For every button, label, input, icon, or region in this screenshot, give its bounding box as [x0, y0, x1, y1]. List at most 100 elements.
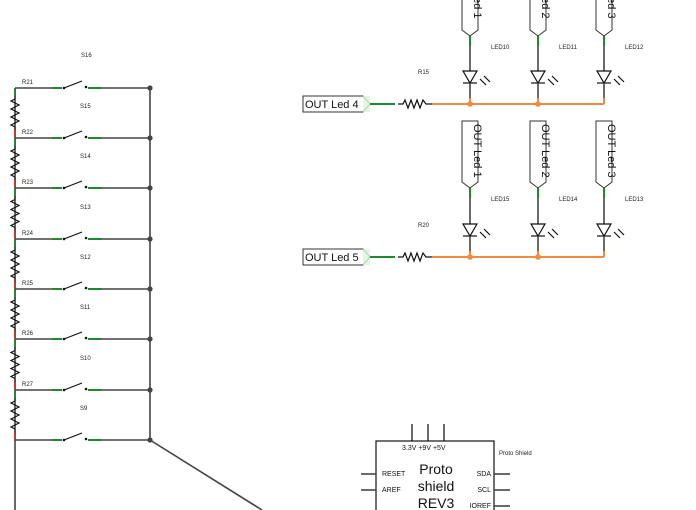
proto-shield: 3.3V +9V +5V Proto Shield Proto shield R…	[361, 424, 532, 510]
switch-contact	[62, 287, 66, 291]
r15-label: R15	[418, 70, 430, 76]
led-arrow	[483, 228, 491, 236]
led-symbol[interactable]	[461, 70, 479, 85]
switch-rung: S15	[15, 104, 153, 141]
switch-blade[interactable]	[63, 432, 83, 441]
led-arrow	[551, 75, 559, 83]
column-resistor: R22	[9, 130, 34, 187]
switch-contact	[84, 185, 88, 189]
switch-blade[interactable]	[63, 80, 83, 89]
resistor-zigzag	[9, 400, 21, 430]
switch-blade[interactable]	[63, 231, 83, 240]
led-net-tag[interactable]	[461, 0, 479, 37]
led-net-tag-text: OUT Led 3	[605, 124, 617, 178]
resistor-label: R22	[22, 130, 34, 136]
led-arrow	[551, 228, 559, 236]
resistor-label: R23	[22, 180, 34, 186]
switch-label: S15	[80, 104, 91, 110]
led-net-tag-text: Led 3	[605, 0, 617, 19]
resistor-zigzag	[9, 299, 21, 329]
r20-resistor	[398, 251, 432, 263]
sda-pin-label: SDA	[477, 471, 492, 478]
junction-dot	[147, 336, 153, 342]
switch-contact	[62, 136, 66, 140]
resistor-label: R24	[22, 231, 34, 237]
led-symbol[interactable]	[529, 70, 547, 85]
column-resistor: R26	[9, 331, 34, 389]
led-net-tag[interactable]	[461, 120, 479, 189]
led-net-tag[interactable]	[595, 120, 613, 189]
proto-title-line-1: Proto	[419, 461, 453, 477]
led-net-tag-text: OUT Led 1	[471, 124, 483, 178]
switch-contact	[62, 388, 66, 392]
proto-title-line-3: REV3	[418, 495, 455, 510]
junction-dot	[147, 286, 153, 292]
led-column: OUT Led 2 LED14	[529, 120, 578, 260]
led-arrow	[613, 78, 621, 86]
out-led-5-text: OUT Led 5	[305, 252, 359, 264]
led-label: LED11	[559, 45, 578, 51]
resistor-zigzag	[9, 148, 21, 178]
resistor-label: R25	[22, 281, 34, 287]
resistor-zigzag	[9, 198, 21, 229]
led-label: LED14	[559, 197, 578, 203]
led-net-tag[interactable]	[529, 120, 547, 189]
led-symbol[interactable]	[595, 70, 613, 85]
led-arrow	[613, 231, 621, 239]
resistor-label: R21	[22, 80, 34, 86]
reset-pin-label: RESET	[382, 471, 406, 478]
resistor-zigzag	[9, 98, 21, 128]
switch-rung: S14	[15, 154, 153, 191]
ioref-pin-label: IOREF	[470, 503, 491, 510]
junction-dot	[147, 437, 153, 443]
led-symbol[interactable]	[595, 223, 613, 238]
switch-label: S13	[80, 205, 91, 211]
led-arrow	[479, 78, 487, 86]
led-arrow	[617, 228, 625, 236]
switch-label: S16	[81, 53, 92, 59]
led-column: OUT Led 1 LED15	[461, 120, 510, 260]
proto-shield-body[interactable]	[375, 440, 495, 510]
switch-contact	[84, 437, 88, 441]
led-column: Led 2 LED11	[529, 0, 578, 107]
switch-rung: S16	[15, 53, 153, 91]
column-resistor: R25	[9, 281, 34, 338]
led-net-tag-text: Led 2	[539, 0, 551, 19]
switch-label: S12	[80, 255, 91, 261]
led-net-tag[interactable]	[595, 0, 613, 37]
switch-label: S11	[80, 305, 91, 311]
led-net-tag-text: OUT Led 2	[539, 124, 551, 178]
led-label: LED10	[491, 45, 510, 51]
junction-dot	[147, 236, 153, 242]
out-led-4-text: OUT Led 4	[305, 99, 359, 111]
led-arrow	[547, 231, 555, 239]
led-symbol[interactable]	[529, 223, 547, 238]
switch-rung: S12	[15, 255, 153, 292]
led-arrow	[483, 75, 491, 83]
led-label: LED12	[625, 45, 644, 51]
junction-dot	[147, 85, 153, 91]
led-net-tag-text: Led 1	[471, 0, 483, 19]
proto-title-line-2: shield	[418, 478, 455, 494]
switch-rung: S10	[15, 356, 153, 393]
led-label: LED15	[491, 197, 510, 203]
switch-blade[interactable]	[63, 130, 83, 139]
switch-blade[interactable]	[63, 281, 83, 290]
junction-dot	[147, 387, 153, 393]
netlabel-pin	[363, 96, 370, 112]
led-symbol[interactable]	[461, 223, 479, 238]
column-resistor: R27	[9, 382, 34, 439]
column-resistor: R24	[9, 231, 34, 288]
led-net-tag[interactable]	[529, 0, 547, 37]
switch-blade[interactable]	[63, 180, 83, 189]
netlabel-pin	[363, 249, 370, 265]
led-arrow	[547, 78, 555, 86]
switch-blade[interactable]	[63, 331, 83, 340]
column-resistor: R21	[9, 80, 34, 137]
switch-blade[interactable]	[63, 382, 83, 391]
switch-contact	[62, 86, 66, 90]
switch-contact	[84, 236, 88, 240]
